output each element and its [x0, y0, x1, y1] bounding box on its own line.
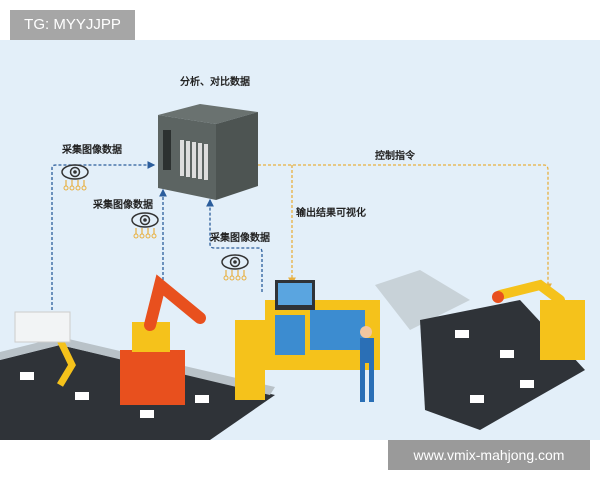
operator — [360, 326, 374, 402]
control-flow-lines — [258, 164, 552, 292]
robot-arm — [14, 274, 206, 405]
data-flow-lines — [51, 161, 263, 320]
eye-camera-icon — [131, 212, 159, 239]
label-capture-image-data: 采集图像数据 — [93, 200, 153, 211]
robot-arm — [492, 279, 585, 360]
label-analyze-data: 分析、对比数据 — [180, 77, 250, 88]
label-control-command: 控制指令 — [375, 151, 415, 162]
eye-camera-icon — [61, 164, 89, 191]
watermark-bottom: www.vmix-mahjong.com — [388, 440, 590, 470]
label-capture-image-data: 采集图像数据 — [210, 233, 270, 244]
watermark-top: TG: MYYJJPP — [10, 10, 135, 40]
label-output-visualization: 输出结果可视化 — [296, 208, 366, 219]
label-capture-image-data: 采集图像数据 — [62, 145, 122, 156]
eye-camera-icon — [221, 254, 249, 281]
industrial-computer — [158, 104, 258, 200]
inspection-station — [235, 280, 380, 400]
